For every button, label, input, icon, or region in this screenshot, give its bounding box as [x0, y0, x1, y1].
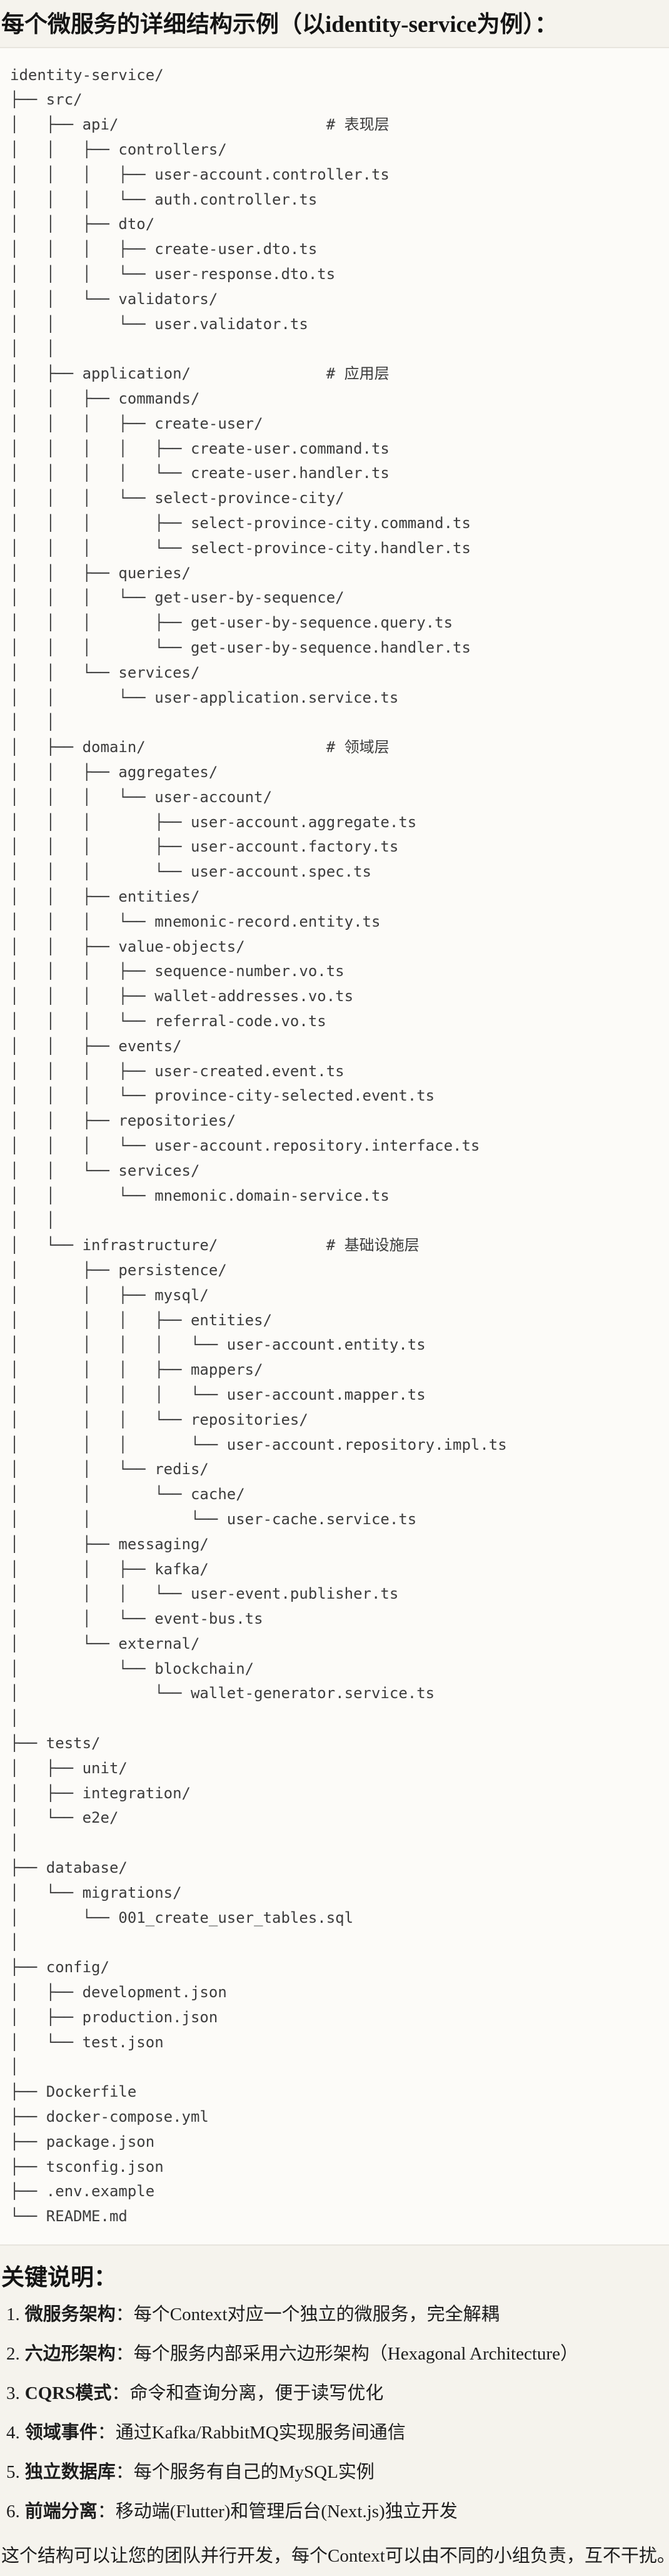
list-item-term: 前端分离 [24, 2502, 98, 2522]
list-item-number: 4. [6, 2423, 20, 2443]
list-item: 5.独立数据库：每个服务有自己的MySQL实例 [6, 2460, 668, 2485]
closing-paragraph: 这个结构可以让您的团队并行开发，每个Context可以由不同的小组负责，互不干扰… [1, 2546, 669, 2567]
list-item-number: 1. [6, 2304, 20, 2325]
list-item: 3.CQRS模式：命令和查询分离，便于读写优化 [6, 2381, 668, 2406]
list-item: 1.微服务架构：每个Context对应一个独立的微服务，完全解耦 [6, 2302, 668, 2328]
list-item: 4.领域事件：通过Kafka/RabbitMQ实现服务间通信 [6, 2420, 668, 2446]
list-item-text: ：每个服务有自己的MySQL实例 [115, 2462, 375, 2483]
list-item-text: ：命令和查询分离，便于读写优化 [111, 2383, 384, 2404]
list-item-term: 领域事件 [24, 2423, 98, 2443]
notes-heading: 关键说明： [1, 2265, 117, 2291]
list-item-term: 独立数据库 [24, 2462, 116, 2483]
page-title: 每个微服务的详细结构示例（以identity-service为例）： [1, 12, 558, 38]
list-item-text: ：每个服务内部采用六边形架构（Hexagonal Architecture） [115, 2344, 578, 2365]
list-item-text: ：移动端(Flutter)和管理后台(Next.js)独立开发 [97, 2502, 458, 2522]
list-item-term: 六边形架构 [24, 2344, 116, 2365]
file-tree: identity-service/ ├── src/ │ ├── api/ # … [0, 46, 669, 2246]
list-item-number: 3. [6, 2383, 20, 2404]
list-item-term: CQRS模式 [24, 2383, 112, 2404]
list-item-text: ：每个Context对应一个独立的微服务，完全解耦 [115, 2304, 500, 2325]
list-item-number: 2. [6, 2344, 20, 2365]
list-item-term: 微服务架构 [24, 2304, 116, 2325]
notes-list: 1.微服务架构：每个Context对应一个独立的微服务，完全解耦 2.六边形架构… [1, 2302, 668, 2525]
list-item: 2.六边形架构：每个服务内部采用六边形架构（Hexagonal Architec… [6, 2341, 668, 2367]
notes-section: 关键说明： 1.微服务架构：每个Context对应一个独立的微服务，完全解耦 2… [0, 2264, 669, 2569]
list-item: 6.前端分离：移动端(Flutter)和管理后台(Next.js)独立开发 [6, 2499, 668, 2525]
list-item-text: ：通过Kafka/RabbitMQ实现服务间通信 [97, 2423, 406, 2443]
list-item-number: 6. [6, 2502, 20, 2522]
list-item-number: 5. [6, 2462, 20, 2483]
